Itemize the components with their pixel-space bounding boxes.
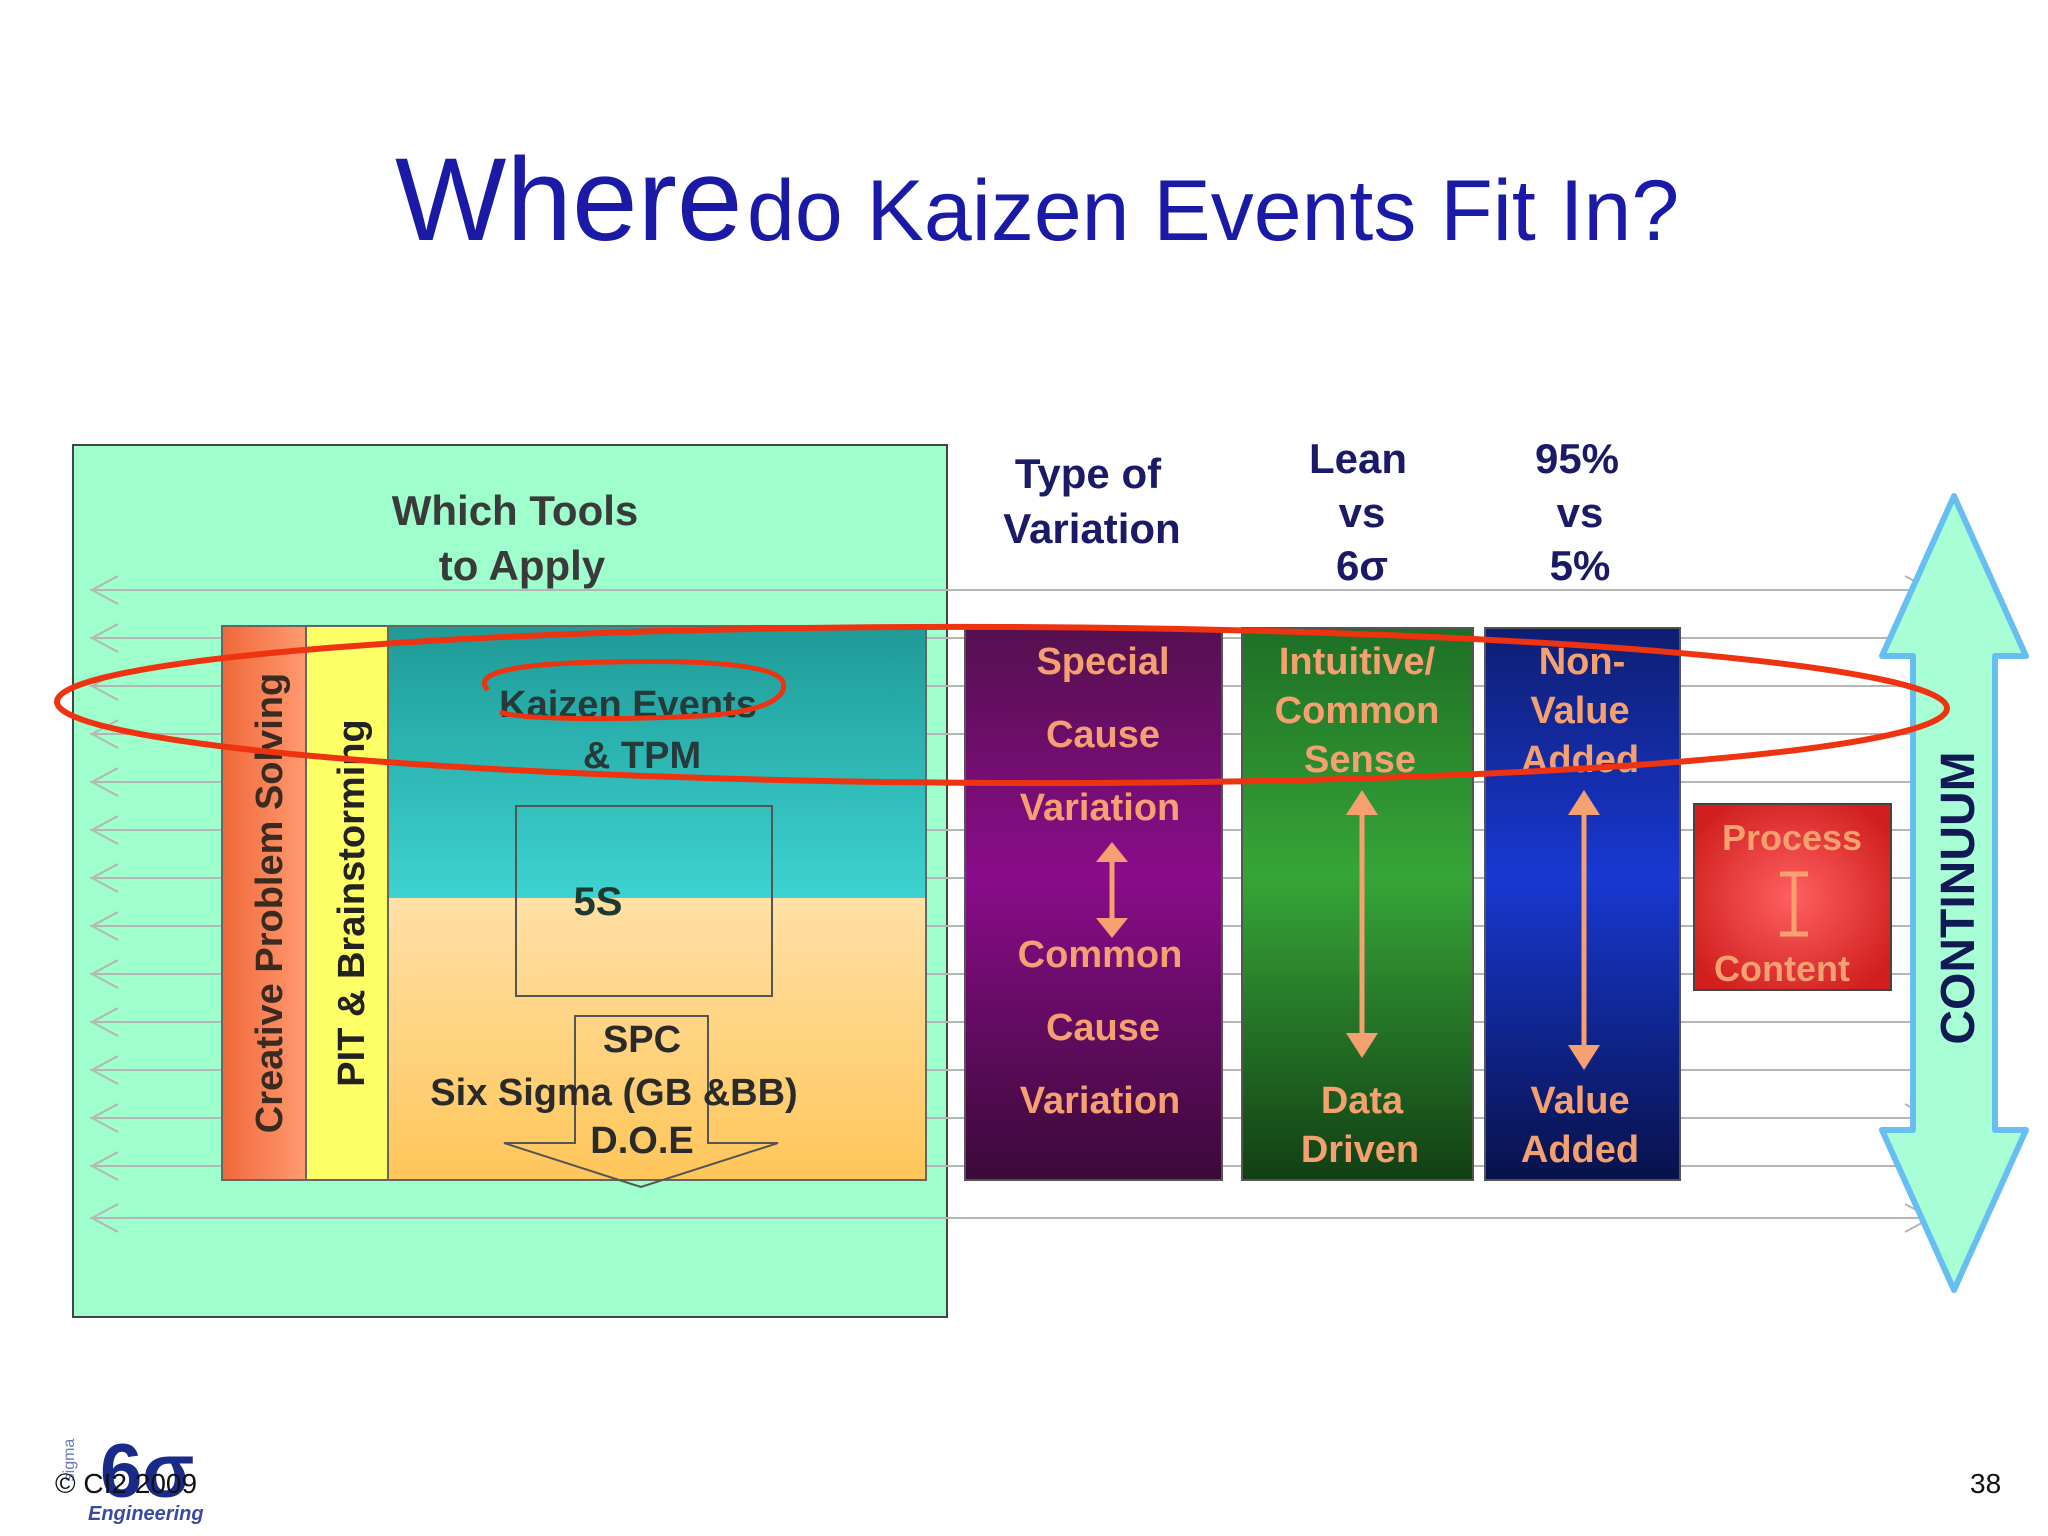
lean-bottom-line1: Data bbox=[1321, 1080, 1404, 1122]
value-double-arrow bbox=[1568, 790, 1600, 1070]
lean-header-line2: vs bbox=[1339, 489, 1386, 536]
logo-side-text: sigma bbox=[61, 1439, 78, 1482]
variation-top-line1: Special bbox=[1036, 641, 1169, 683]
value-bottom-line1: Value bbox=[1530, 1080, 1629, 1122]
lean-bottom-line2: Driven bbox=[1301, 1129, 1419, 1171]
variation-bottom-line3: Variation bbox=[1020, 1080, 1181, 1122]
pit-brainstorming-label: PIT & Brainstorming bbox=[331, 719, 373, 1086]
creative-problem-solving-label: Creative Problem Solving bbox=[249, 673, 291, 1133]
five-s-box bbox=[515, 805, 773, 997]
lean-top-line1: Intuitive/ bbox=[1279, 641, 1436, 683]
kaizen-highlight-circle bbox=[481, 659, 786, 722]
lean-header-line3: 6σ bbox=[1336, 542, 1388, 589]
pit-brainstorming-bar bbox=[305, 625, 389, 1181]
value-top-line2: Value bbox=[1530, 690, 1629, 732]
logo-mark: 6σ bbox=[100, 1429, 194, 1514]
variation-top-line3: Variation bbox=[1020, 787, 1181, 829]
value-bottom-line2: Added bbox=[1521, 1129, 1639, 1171]
variation-header-line2: Variation bbox=[1003, 505, 1180, 552]
tools-heading-line2: to Apply bbox=[439, 542, 606, 589]
variation-column bbox=[964, 627, 1223, 1181]
spc-label: SPC bbox=[603, 1019, 681, 1061]
continuum-label: CONTINUUM bbox=[1932, 751, 1985, 1044]
tools-heading-line1: Which Tools bbox=[392, 487, 639, 534]
lean-double-arrow bbox=[1346, 790, 1378, 1058]
page-number: 38 bbox=[1970, 1468, 2002, 1499]
six-sigma-label: Six Sigma (GB &BB) bbox=[430, 1072, 797, 1114]
doe-down-arrow bbox=[503, 1015, 779, 1189]
value-header-line3: 5% bbox=[1550, 542, 1611, 589]
copyright-text: © CI2 2009 bbox=[55, 1468, 198, 1499]
variation-bottom-line1: Common bbox=[1018, 934, 1183, 976]
continuum-arrow bbox=[1879, 493, 2029, 1293]
kaizen-area bbox=[388, 626, 926, 898]
spc-area bbox=[388, 898, 926, 1180]
lean-top-line3: Sense bbox=[1304, 739, 1416, 781]
variation-double-arrow bbox=[1096, 842, 1128, 938]
title-rest: do Kaizen Events Fit In? bbox=[747, 163, 1680, 259]
variation-header-line1: Type of bbox=[1015, 450, 1162, 497]
value-top-line3: Added bbox=[1521, 739, 1639, 781]
sigma-engineering-logo: sigma 6σ Engineering bbox=[61, 1429, 204, 1525]
logo-word: Engineering bbox=[88, 1503, 204, 1525]
value-header-line1: 95% bbox=[1535, 435, 1619, 482]
five-s-label: 5S bbox=[574, 880, 623, 924]
title-emphasis: Where bbox=[395, 134, 743, 266]
highlight-ellipse bbox=[54, 623, 1950, 787]
doe-label: D.O.E bbox=[590, 1120, 693, 1162]
lean-top-line2: Common bbox=[1275, 690, 1440, 732]
kaizen-label-line2: & TPM bbox=[583, 735, 701, 777]
content-label: Content bbox=[1714, 948, 1850, 989]
process-double-arrow bbox=[1780, 871, 1808, 937]
lean-column bbox=[1241, 627, 1474, 1181]
lean-header-line1: Lean bbox=[1309, 435, 1407, 482]
process-label: Process bbox=[1722, 817, 1862, 858]
slide-title: Where do Kaizen Events Fit In? bbox=[395, 125, 1795, 275]
variation-top-line2: Cause bbox=[1046, 714, 1160, 756]
value-header-line2: vs bbox=[1557, 489, 1604, 536]
variation-bottom-line2: Cause bbox=[1046, 1007, 1160, 1049]
